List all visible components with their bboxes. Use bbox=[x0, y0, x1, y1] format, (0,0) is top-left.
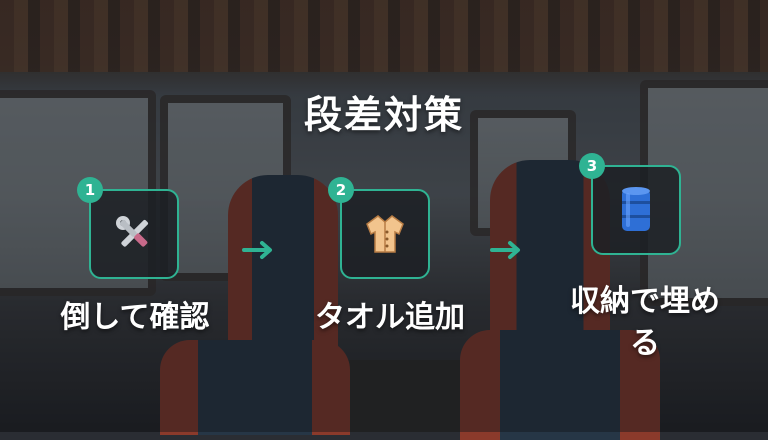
coat-icon bbox=[361, 210, 409, 258]
step-1-label: 倒して確認 bbox=[60, 300, 210, 335]
seat-base bbox=[160, 340, 350, 435]
step-3-label-line1: 収納で埋め bbox=[570, 284, 720, 319]
step-3-label: 収納で埋め る bbox=[540, 276, 750, 362]
step-number-badge: 1 bbox=[77, 177, 103, 203]
step-icon-tile bbox=[340, 189, 430, 279]
step-number-badge: 2 bbox=[328, 177, 354, 203]
arrow-right-icon bbox=[490, 240, 524, 260]
step-icon-tile bbox=[89, 189, 179, 279]
step-3: 3 bbox=[579, 153, 681, 255]
step-2-label: タオル追加 bbox=[315, 300, 465, 335]
tools-icon bbox=[110, 210, 158, 258]
step-1: 1 bbox=[77, 177, 179, 279]
step-3-label-line2: る bbox=[630, 326, 660, 361]
page-title: 段差対策 bbox=[303, 93, 464, 137]
storage-drum-icon bbox=[614, 185, 658, 235]
window bbox=[640, 80, 768, 306]
step-number-badge: 3 bbox=[579, 153, 605, 179]
seat-base bbox=[460, 330, 660, 440]
overhead-shelf bbox=[0, 0, 768, 72]
arrow-right-icon bbox=[242, 240, 276, 260]
step-icon-tile bbox=[591, 165, 681, 255]
step-2: 2 bbox=[328, 177, 430, 279]
